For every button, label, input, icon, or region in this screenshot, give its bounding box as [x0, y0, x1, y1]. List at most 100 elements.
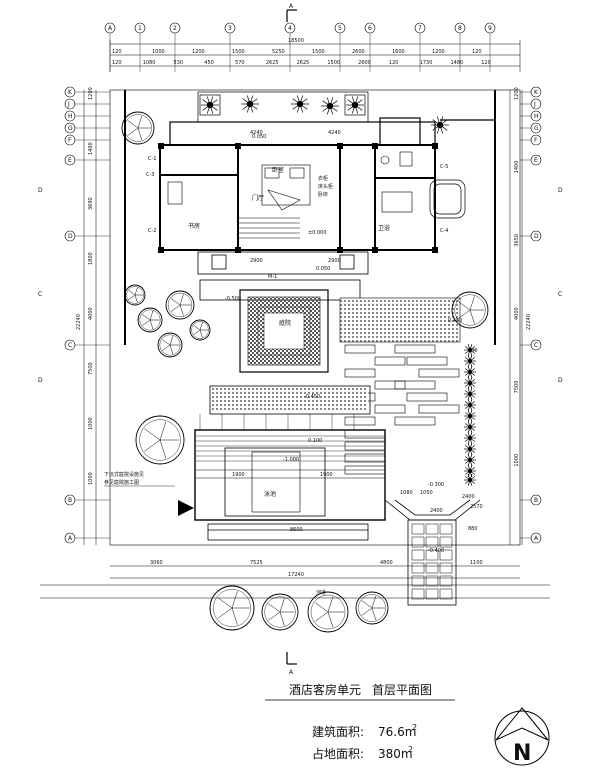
axis-label-right: H	[534, 113, 539, 120]
building-area-value: 76.6m	[378, 725, 416, 739]
dim-bottom-inner: 8600	[290, 527, 303, 533]
dim-left-part: 7500	[88, 362, 94, 375]
shrub-icon	[464, 474, 476, 486]
label-c5: C-5	[440, 164, 448, 170]
level-7: -1.000	[283, 457, 299, 463]
site-area-label: 占地面积:	[312, 746, 364, 761]
shrub-icon	[464, 355, 476, 367]
side-mark-right-2: C	[558, 291, 562, 298]
side-mark-left-1: D	[38, 187, 43, 194]
courtyard-center	[263, 312, 305, 350]
stepping-stone	[418, 404, 460, 414]
stepping-stone	[344, 429, 386, 439]
entry-tile	[439, 562, 453, 574]
tree-icon	[157, 332, 183, 358]
entry-platform	[207, 523, 369, 541]
shrub-icon	[464, 410, 476, 422]
axis-label-top: 8	[458, 25, 462, 32]
entry-tile	[411, 588, 425, 600]
stepping-stone	[344, 344, 376, 354]
shrub-icon	[201, 96, 219, 114]
site-area-value: 380m	[378, 747, 413, 761]
dim-left-part: 1000	[88, 472, 94, 485]
axis-label-right: E	[534, 157, 538, 164]
shrub-icon	[464, 465, 476, 477]
right-hedge	[464, 344, 476, 486]
axis-label-top: 6	[368, 25, 372, 32]
axis-label-left: A	[68, 535, 73, 542]
dim-left-part: 1000	[88, 417, 94, 430]
stepping-paving	[339, 297, 461, 343]
toilet	[380, 151, 413, 167]
front-terrace	[197, 251, 369, 301]
stepping-stone	[374, 356, 406, 366]
dim-left-part: 1200	[88, 87, 94, 100]
tree-icon	[189, 319, 211, 341]
tree-icon	[307, 591, 349, 633]
north-label: N	[513, 741, 531, 766]
tree-icon	[124, 284, 146, 306]
stepping-stone	[418, 368, 460, 378]
drawing-subtitle: 首层平面图	[372, 683, 432, 697]
stepping-stone	[394, 380, 436, 390]
entry-tile	[425, 549, 439, 561]
stepping-stone	[394, 416, 436, 426]
label-yard: 庭院	[279, 319, 291, 327]
entry-tile	[411, 549, 425, 561]
dim-top-row2: 1500	[327, 60, 340, 66]
entry-tile	[425, 536, 439, 548]
dim-bottom-part: 7525	[250, 560, 263, 566]
dim-top-row2: 2625	[297, 60, 310, 66]
dim-top-row1: 120	[472, 49, 482, 55]
shrub-icon	[464, 366, 476, 378]
north-arrow-icon: N	[494, 707, 550, 766]
shrub-icon	[464, 399, 476, 411]
sofa	[167, 181, 413, 213]
entry-tile	[439, 549, 453, 561]
dim-top-row1: 1200	[192, 49, 205, 55]
level-8: -0.300	[428, 482, 444, 488]
label-c3: C-3	[146, 172, 154, 178]
dim-misc: 1900	[232, 472, 245, 478]
river-label: 河道	[316, 589, 326, 596]
axis-label-left: B	[68, 497, 72, 504]
axis-label-right: G	[534, 125, 539, 132]
shrub-icon	[241, 95, 259, 113]
dim-misc: 2400	[462, 494, 475, 500]
dim-top-row2: 120	[481, 60, 491, 66]
label-furniture-3: 卧床	[318, 191, 328, 198]
note-lower-left-1: 下沉式庭院设施见	[104, 471, 144, 478]
axis-label-left: H	[68, 113, 73, 120]
axis-label-right: J	[533, 101, 536, 108]
terrace-band	[209, 385, 371, 415]
dim-misc: 4240	[328, 130, 341, 136]
axis-label-right: B	[534, 497, 538, 504]
axis-label-left: C	[68, 342, 72, 349]
dim-misc: 2400	[430, 508, 443, 514]
terrace-steps	[199, 414, 355, 430]
dim-misc: 1900	[320, 472, 333, 478]
building-columns	[158, 143, 438, 253]
dim-top-row1: 5250	[272, 49, 285, 55]
axis-label-right: F	[534, 137, 538, 144]
label-bath: 卫浴	[378, 224, 390, 232]
dim-top-row1: 1600	[392, 49, 405, 55]
entry-tile	[425, 562, 439, 574]
axis-label-left: G	[68, 125, 73, 132]
shrub-icon	[431, 116, 449, 134]
label-c4: C-4	[440, 228, 448, 234]
bottom-dimension-lines	[110, 565, 520, 579]
shrub-icon	[464, 443, 476, 455]
bed	[261, 164, 311, 211]
shrub-icon	[464, 454, 476, 466]
note-lower-left-2: 参见庭院施工图	[104, 479, 139, 486]
level-3: 0.050	[316, 266, 330, 272]
level-10: 0.450	[448, 318, 462, 324]
section-mark-bottom: A	[286, 652, 297, 676]
entry-tile	[411, 523, 425, 535]
axis-label-left: D	[68, 233, 73, 240]
entrance-path	[384, 499, 481, 606]
